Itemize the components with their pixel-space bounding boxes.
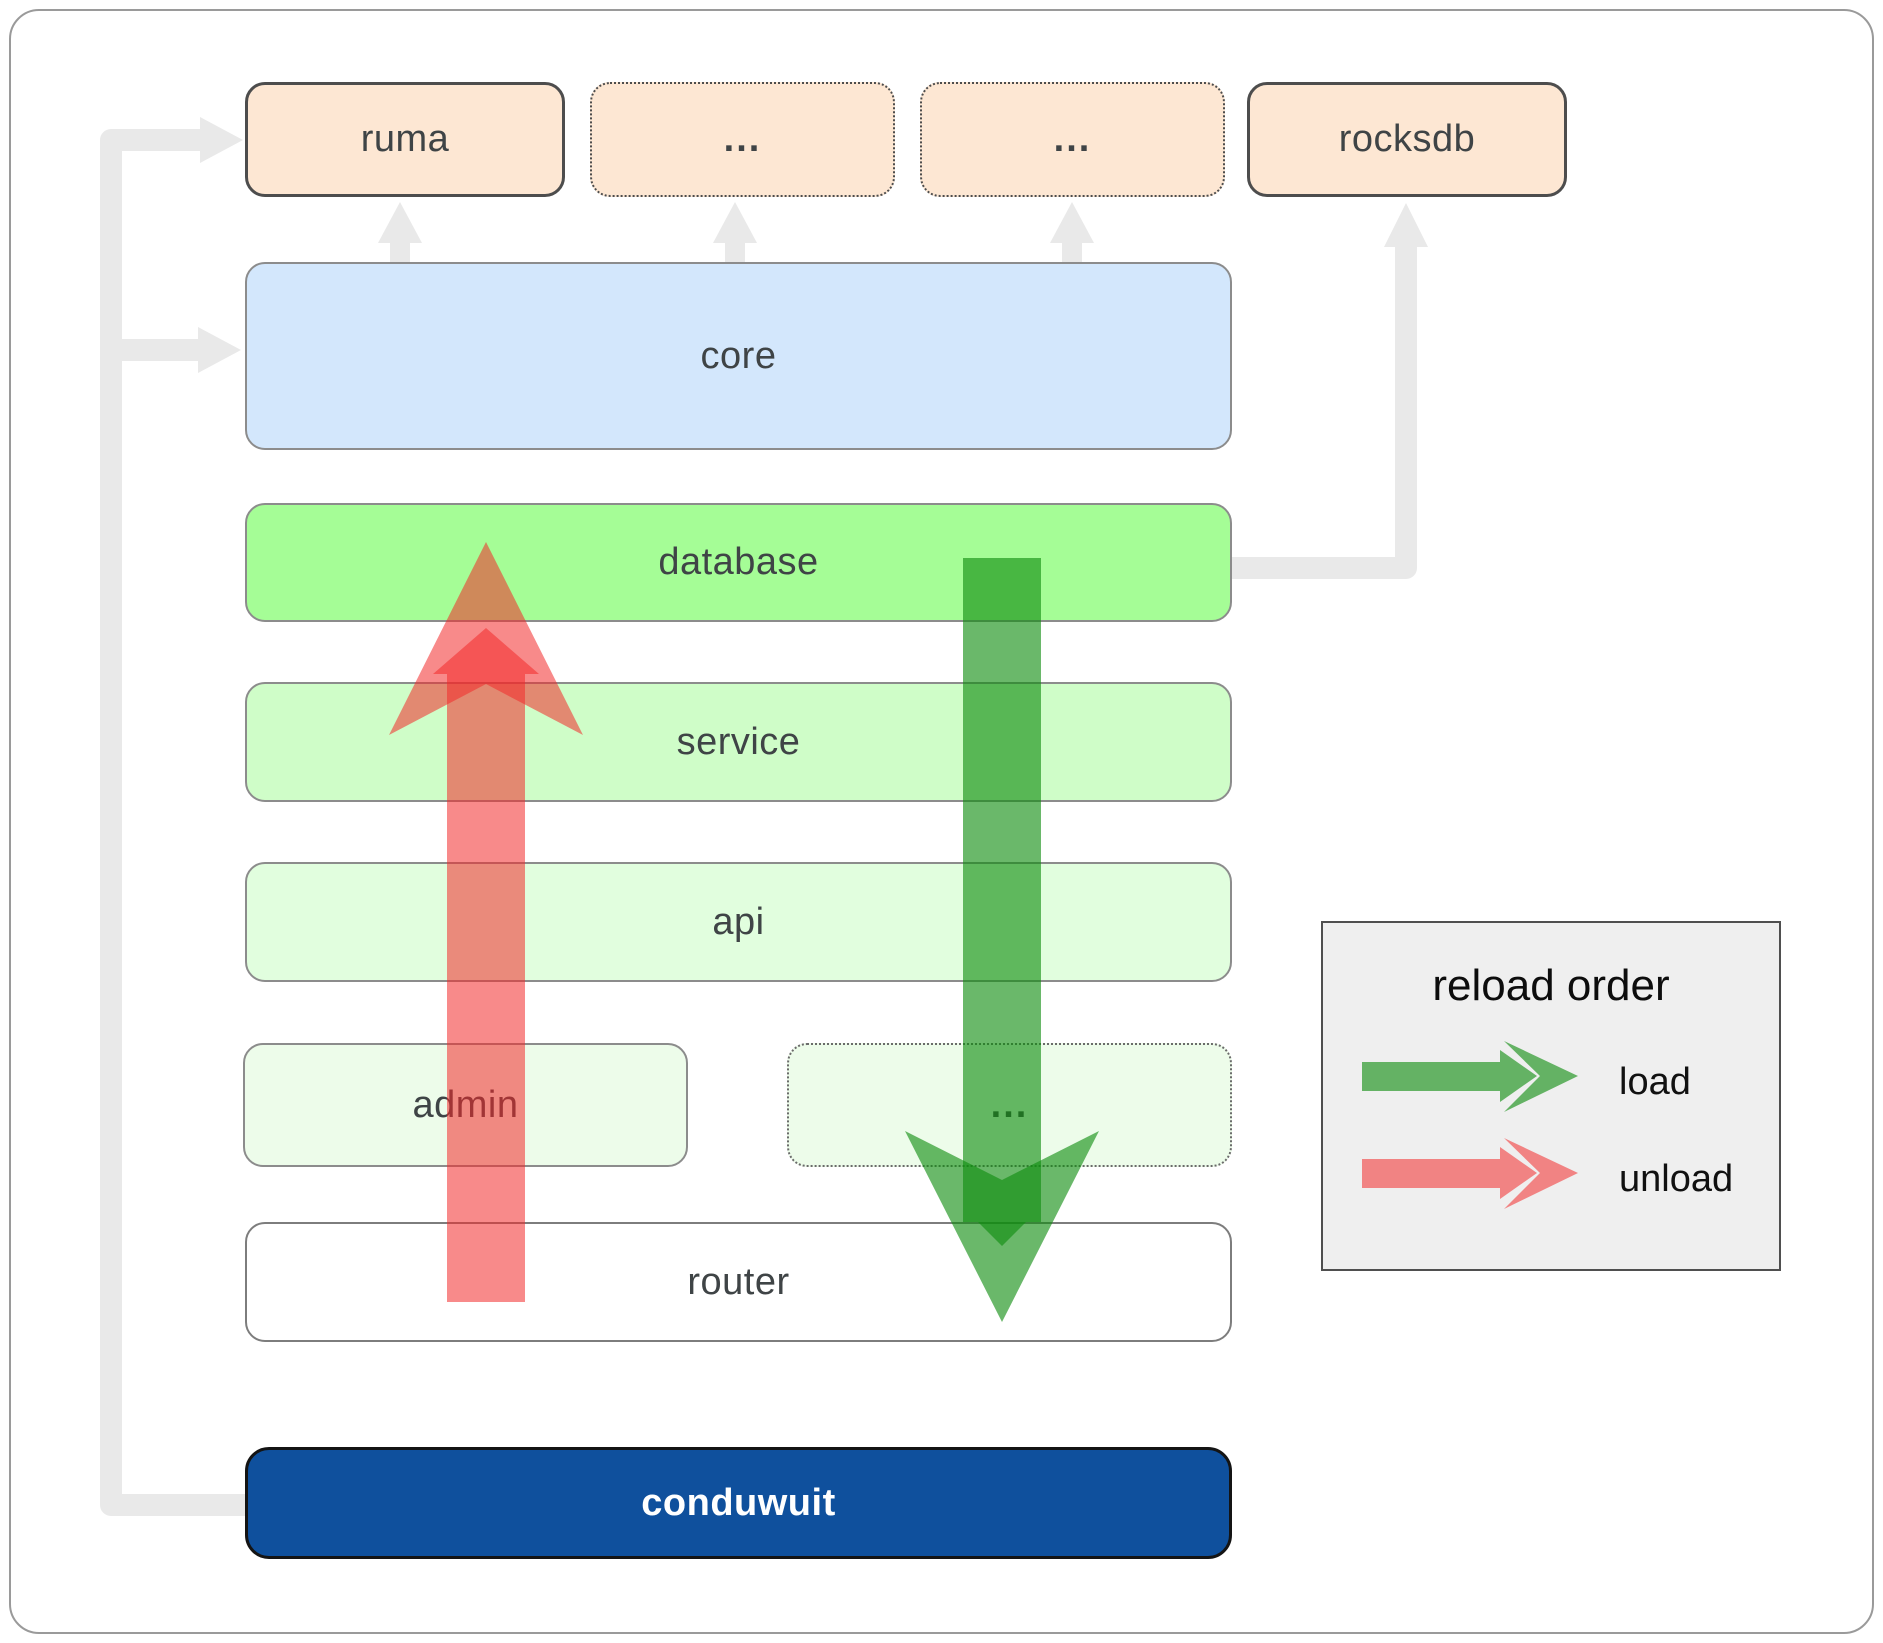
box-conduwuit: conduwuit [245,1447,1232,1559]
legend-title: reload order [1432,961,1670,1010]
box-ellipsis-top-2-label: ... [1053,118,1092,160]
box-router: router [245,1222,1232,1342]
box-rocksdb-label: rocksdb [1338,118,1476,160]
box-database: database [245,503,1232,622]
box-admin-label: admin [412,1083,519,1126]
box-ellipsis-top-1-label: ... [723,118,762,160]
diagram-frame [9,9,1874,1634]
box-core-label: core [700,334,777,377]
box-api-label: api [712,900,765,943]
box-rocksdb: rocksdb [1247,82,1567,197]
box-database-label: database [658,541,819,583]
box-ellipsis-middle: ... [787,1043,1232,1167]
box-service-label: service [676,720,801,763]
box-ruma-label: ruma [360,118,450,160]
box-core: core [245,262,1232,450]
box-ellipsis-top-1: ... [590,82,895,197]
box-admin: admin [243,1043,688,1167]
box-ellipsis-middle-label: ... [990,1083,1029,1126]
box-ellipsis-top-2: ... [920,82,1225,197]
box-router-label: router [687,1260,790,1303]
legend-load-label: load [1619,1061,1691,1103]
box-conduwuit-label: conduwuit [641,1481,836,1524]
legend-reload-order: reload order load unload [1321,921,1781,1271]
box-ruma: ruma [245,82,565,197]
legend-unload-label: unload [1619,1158,1734,1200]
box-service: service [245,682,1232,802]
box-api: api [245,862,1232,982]
